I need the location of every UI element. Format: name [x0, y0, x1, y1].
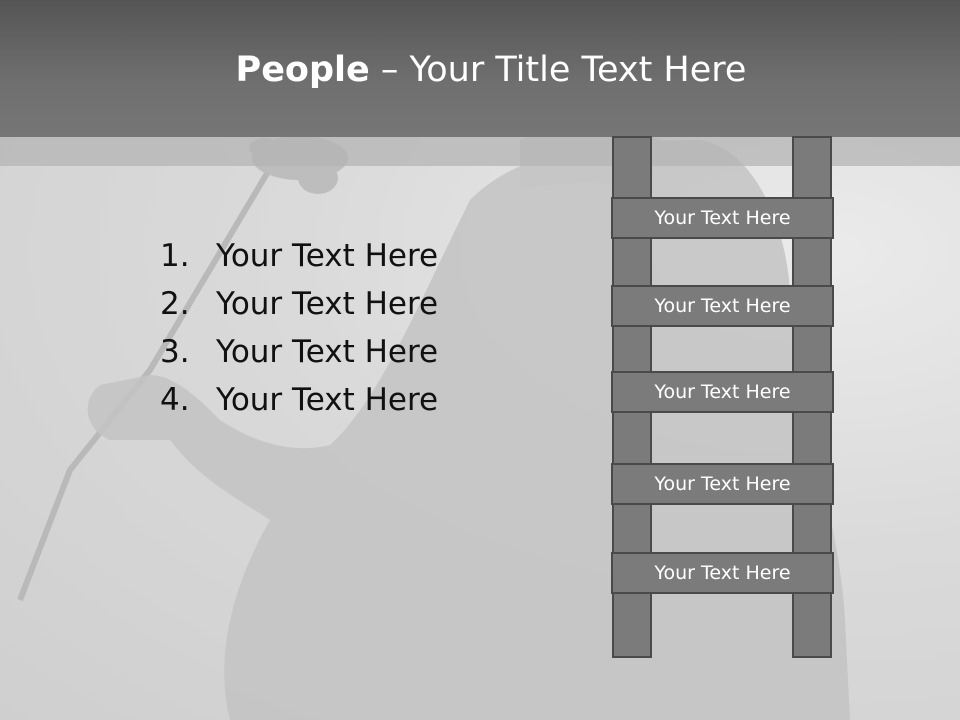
- list-item-number: 4.: [160, 382, 190, 418]
- numbered-list: 1. Your Text Here 2. Your Text Here 3. Your…: [160, 232, 438, 424]
- slide-title: People – Your Title Text Here: [0, 50, 960, 90]
- ladder-rung-4: Your Text Here: [611, 463, 834, 505]
- list-item-text: Your Text Here: [216, 382, 439, 418]
- ladder-rung-2: Your Text Here: [611, 285, 834, 327]
- list-item: 1. Your Text Here: [160, 232, 438, 280]
- slide-title-rest: – Your Title Text Here: [369, 50, 747, 90]
- list-item-text: Your Text Here: [216, 334, 439, 370]
- list-item-text: Your Text Here: [216, 238, 439, 274]
- ladder-rung-5: Your Text Here: [611, 552, 834, 594]
- list-item-number: 2.: [160, 286, 190, 322]
- list-item-number: 3.: [160, 334, 190, 370]
- list-item: 3. Your Text Here: [160, 328, 438, 376]
- list-item-text: Your Text Here: [216, 286, 439, 322]
- slide-title-bold: People: [235, 50, 370, 90]
- ladder-rung-1: Your Text Here: [611, 197, 834, 239]
- ladder-rung-3: Your Text Here: [611, 371, 834, 413]
- list-item: 4. Your Text Here: [160, 376, 438, 424]
- list-item: 2. Your Text Here: [160, 280, 438, 328]
- title-bar: [0, 0, 960, 137]
- list-item-number: 1.: [160, 238, 190, 274]
